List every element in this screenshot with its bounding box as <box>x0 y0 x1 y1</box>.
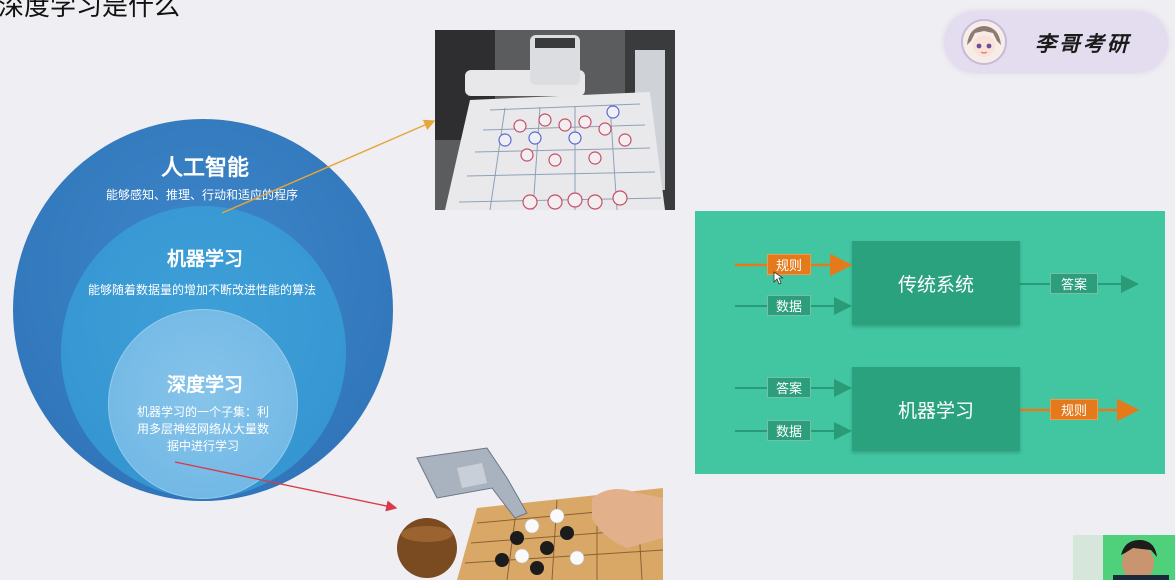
bottom-input-answer-label: 答案 <box>767 377 811 398</box>
ai-title: 人工智能 <box>160 156 249 181</box>
machine-learning-box: 机器学习 <box>852 367 1020 451</box>
traditional-system-box: 传统系统 <box>852 241 1020 325</box>
brand-badge: 李哥考研 <box>945 12 1167 72</box>
ml-title: 机器学习 <box>166 248 243 270</box>
ai-description: 能够感知、推理、行动和适应的程序 <box>105 188 298 202</box>
top-input-data-label: 数据 <box>767 295 811 316</box>
top-input-rules-label: 规则 <box>767 254 811 275</box>
bottom-input-data-label: 数据 <box>767 420 811 441</box>
dl-title: 深度学习 <box>166 374 243 396</box>
go-robot-photo <box>397 438 663 580</box>
dl-description-line: 据中进行学习 <box>166 439 239 453</box>
dl-description-line: 用多层神经网络从大量数 <box>136 422 269 436</box>
slide-title: 深度学习是什么 <box>0 0 181 22</box>
rule-vs-learning-diagram: 规则 数据 传统系统 答案 答案 数据 机器学习 规则 <box>695 211 1165 474</box>
top-output-answer-label: 答案 <box>1050 273 1098 294</box>
mouse-cursor-icon <box>773 271 783 285</box>
bottom-output-rules-label: 规则 <box>1050 399 1098 420</box>
arrow-dl-to-go <box>174 461 398 512</box>
ml-description: 能够随着数据量的增加不断改进性能的算法 <box>87 283 316 297</box>
arrow-ai-to-chess <box>221 119 436 214</box>
brand-name: 李哥考研 <box>1035 32 1131 56</box>
presenter-webcam <box>1073 535 1175 580</box>
chess-robot-photo <box>435 30 675 210</box>
dl-description-line: 机器学习的一个子集：利 <box>136 405 269 419</box>
dl-description: 机器学习的一个子集：利 用多层神经网络从大量数 据中进行学习 <box>127 404 279 455</box>
brand-avatar <box>961 19 1007 65</box>
